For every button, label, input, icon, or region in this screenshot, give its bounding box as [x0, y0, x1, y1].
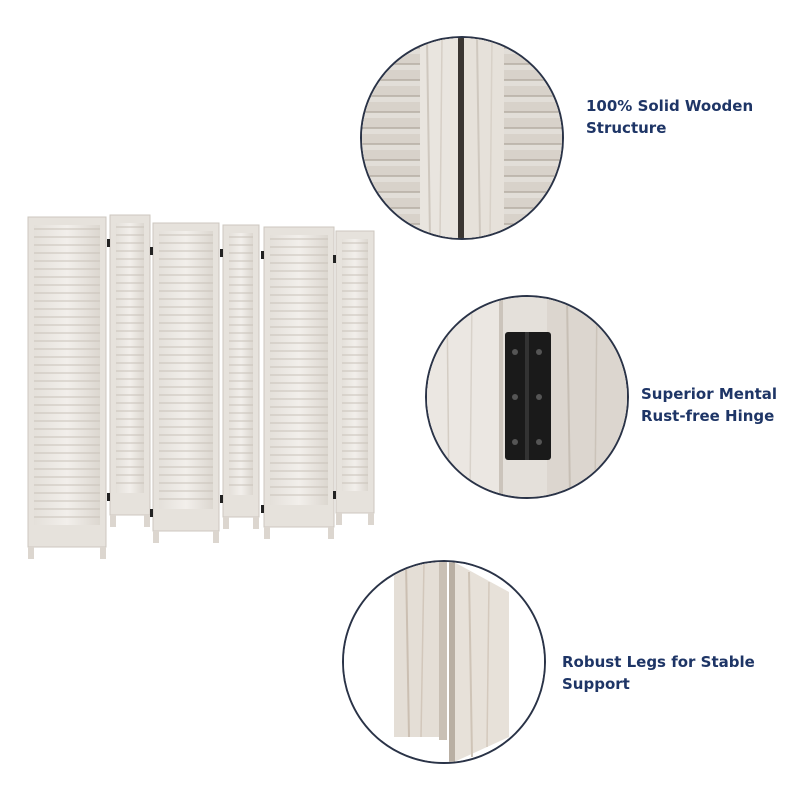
feature-hinge-label: Superior Mental Rust-free Hinge: [641, 385, 778, 425]
legs-closeup-icon: [342, 560, 546, 764]
screen-panel: [220, 224, 260, 529]
feature-wood-label: 100% Solid Wooden Structure: [586, 97, 754, 137]
screen-panel: [107, 214, 151, 527]
screen-panel: [333, 230, 375, 525]
screen-panel: [261, 226, 335, 539]
screen-panel: [27, 216, 107, 559]
wood-structure-closeup-icon: [360, 36, 564, 240]
hinge-closeup-icon: [425, 295, 629, 499]
feature-legs-label: Robust Legs for Stable Support: [562, 653, 755, 693]
folding-room-divider-image: [18, 205, 388, 565]
screen-panel: [150, 222, 220, 543]
